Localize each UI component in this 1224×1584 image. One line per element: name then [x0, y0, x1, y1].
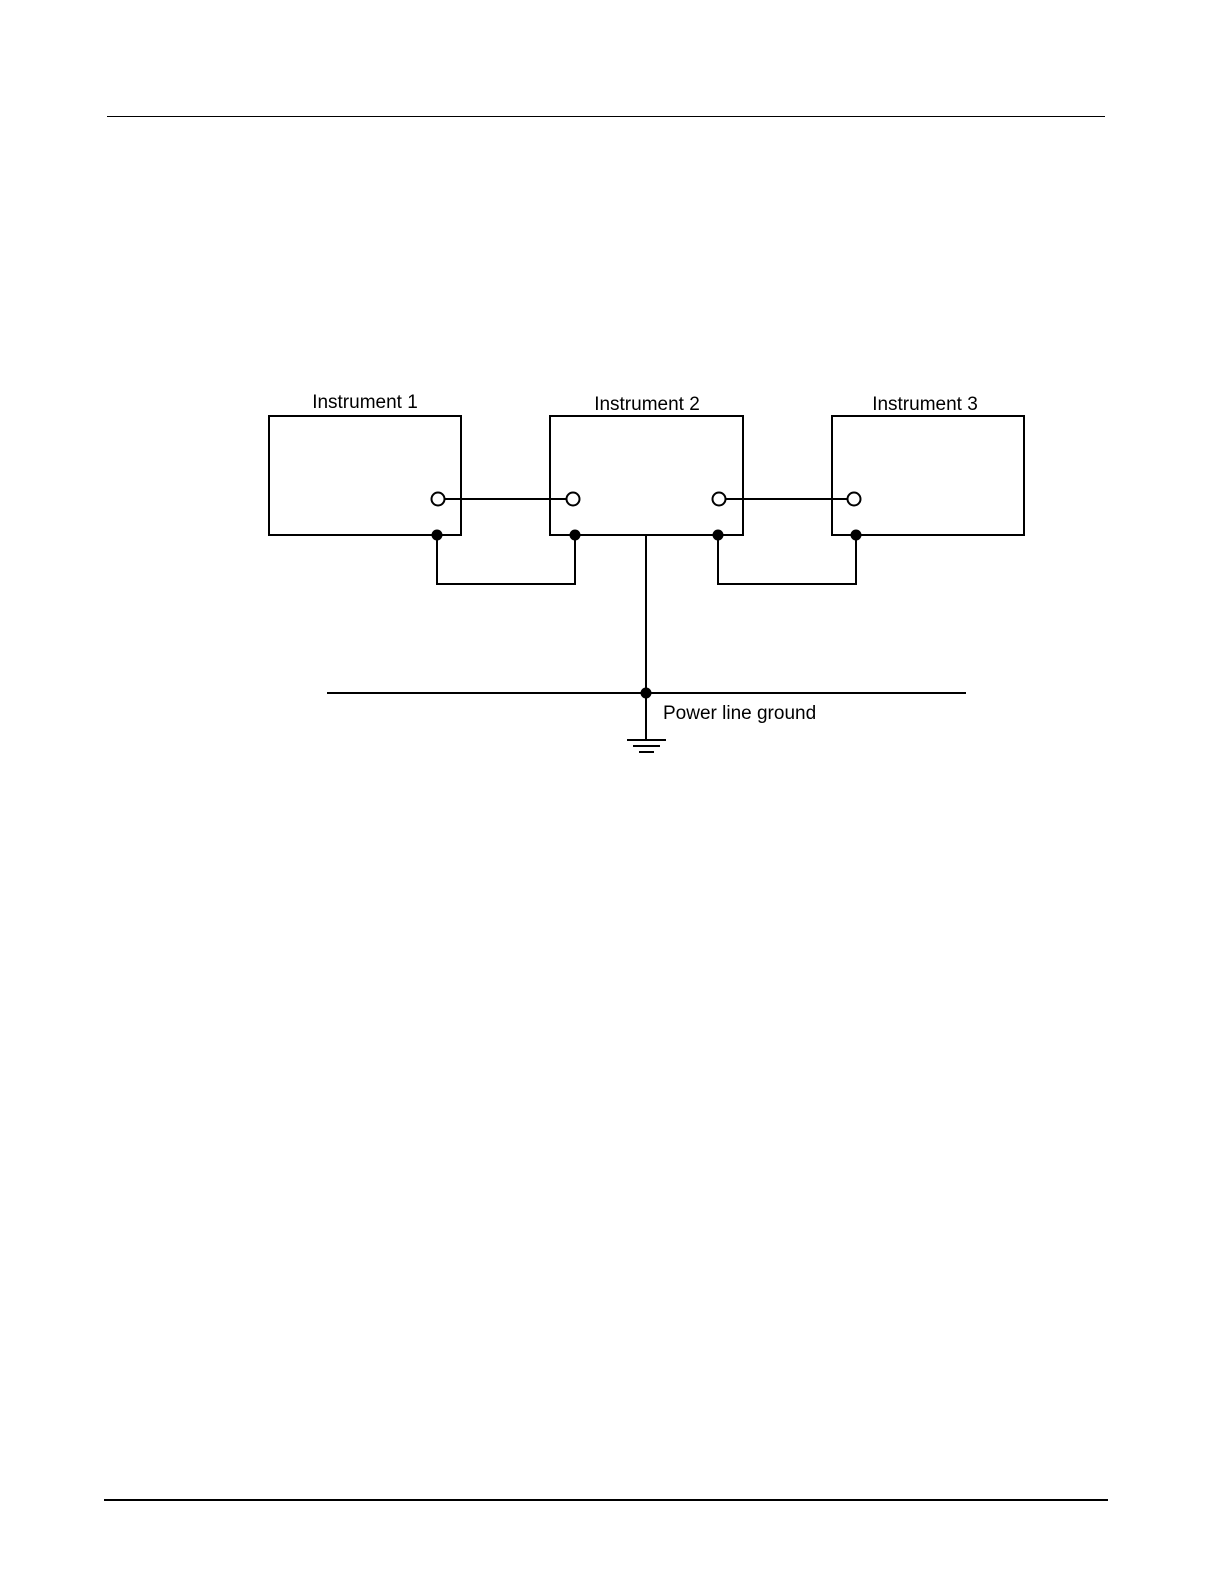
- instrument-3-label: Instrument 3: [872, 394, 978, 415]
- instrument-1-box: [269, 416, 461, 535]
- instrument-2-ground-junction-right-icon: [713, 530, 724, 541]
- power-line-ground-junction-icon: [641, 688, 652, 699]
- instrument-3-box: [832, 416, 1024, 535]
- instrument-2-ground-junction-left-icon: [570, 530, 581, 541]
- footer-rule: [104, 1499, 1108, 1501]
- earth-ground-icon: [627, 740, 666, 752]
- instrument-2-signal-terminal-left-icon: [567, 493, 580, 506]
- instrument-2-signal-terminal-right-icon: [713, 493, 726, 506]
- instrument-1-signal-terminal-icon: [432, 493, 445, 506]
- instrument-1-ground-junction-icon: [432, 530, 443, 541]
- instrument-2-label: Instrument 2: [594, 394, 700, 415]
- instrument-1-label: Instrument 1: [312, 392, 418, 413]
- instrument-2-box: [550, 416, 743, 535]
- ground-wire-1-2: [437, 535, 575, 584]
- instrument-3-ground-junction-icon: [851, 530, 862, 541]
- ground-wire-2-3: [718, 535, 856, 584]
- power-line-ground-label: Power line ground: [663, 703, 816, 724]
- instrument-3-signal-terminal-icon: [848, 493, 861, 506]
